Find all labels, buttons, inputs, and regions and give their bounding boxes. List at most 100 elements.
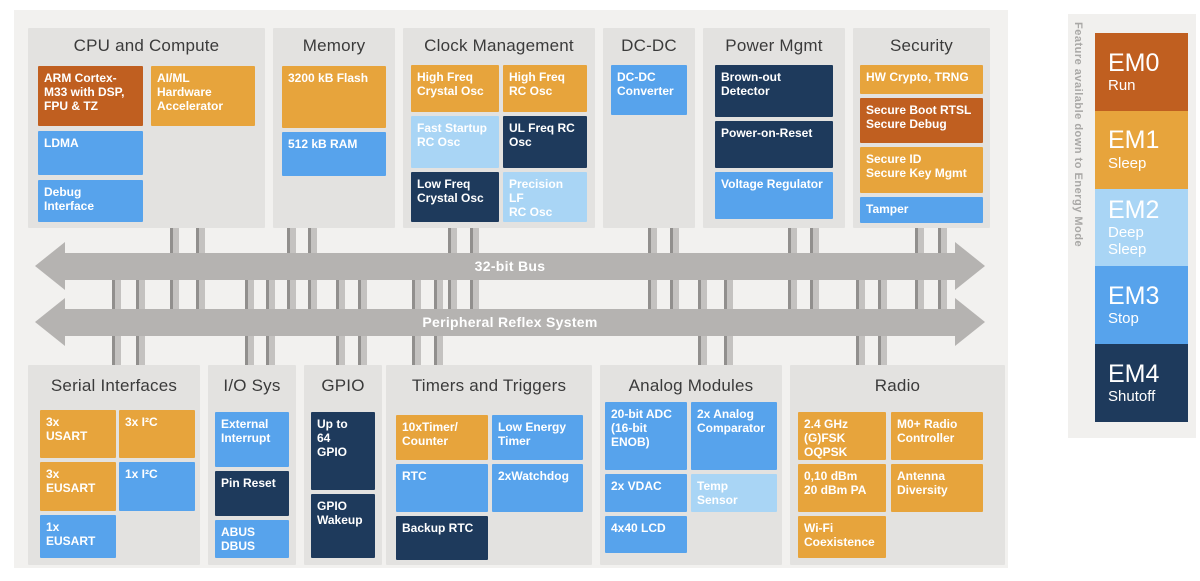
bus-label: 32-bit Bus <box>474 258 546 274</box>
bus-connector-line <box>196 228 205 335</box>
block-cell-high-freq: High Freq RC Osc <box>503 65 587 112</box>
energy-mode-sublabel: Deep Sleep <box>1108 224 1147 258</box>
bus-connector-line <box>287 228 296 335</box>
block-title: Clock Management <box>424 36 574 55</box>
block-cell-brown-out: Brown-out Detector <box>715 65 833 117</box>
block-cell-abus: ABUS DBUS <box>215 520 289 558</box>
block-cell-ai-ml: AI/ML Hardware Accelerator <box>151 66 255 126</box>
block-cell-2x-vdac: 2x VDAC <box>605 474 687 512</box>
block-cell-fast-startup: Fast Startup RC Osc <box>411 116 499 168</box>
energy-mode-sublabel: Sleep <box>1108 154 1147 172</box>
bus-arrowhead-right-icon <box>955 242 985 290</box>
block-title: Security <box>889 36 953 55</box>
block-title: Memory <box>302 36 366 55</box>
bus-arrowhead-right-icon <box>955 298 985 346</box>
energy-mode-name: EM2 <box>1108 195 1160 224</box>
bus-arrowhead-left-icon <box>35 242 65 290</box>
block-cell-10xtimer: 10xTimer/ Counter <box>396 415 488 460</box>
block-cell-wi-fi: Wi-Fi Coexistence <box>798 516 886 558</box>
block-title: Timers and Triggers <box>411 376 567 395</box>
energy-mode-sublabel: Stop <box>1108 310 1139 328</box>
block-title: Power Mgmt <box>725 36 823 55</box>
bus-connector-line <box>670 228 679 335</box>
block-cell-secure-boot-rtsl: Secure Boot RTSL Secure Debug <box>860 98 983 143</box>
block-cell-external: External Interrupt <box>215 412 289 467</box>
block-cell-2xwatchdog: 2xWatchdog <box>492 464 583 512</box>
block-title: CPU and Compute <box>73 36 220 55</box>
bus-connector-line <box>915 228 924 335</box>
block-cell-pin-reset: Pin Reset <box>215 471 289 516</box>
block-cell-3x: 3x EUSART <box>40 462 116 511</box>
block-cell-power-on-reset: Power-on-Reset <box>715 121 833 168</box>
bus-connector-line <box>810 228 819 335</box>
bus-peripheral-reflex: Peripheral Reflex System <box>35 298 985 346</box>
block-cell-antenna: Antenna Diversity <box>891 464 983 512</box>
block-cell-0-10-dbm: 0,10 dBm 20 dBm PA <box>798 464 886 512</box>
block-cell-2x-analog: 2x Analog Comparator <box>691 402 777 470</box>
block-title: Radio <box>874 376 921 395</box>
block-cell-20-bit-adc: 20-bit ADC (16-bit ENOB) <box>605 402 687 470</box>
bus-connector-line <box>938 228 947 335</box>
block-dc-dc: DC-DC DC-DC Converter <box>603 28 695 228</box>
block-cell-voltage-regulator: Voltage Regulator <box>715 172 833 219</box>
energy-panel-side-label: Feature available down to Energy Mode <box>1072 22 1084 248</box>
energy-mode-sublabel: Run <box>1108 76 1136 94</box>
energy-mode-sublabel: Shutoff <box>1108 387 1156 405</box>
bus-connector-line <box>470 228 479 335</box>
block-cell-1x: 1x EUSART <box>40 515 116 558</box>
block-title: Analog Modules <box>628 376 754 395</box>
block-cell-1x-i-c: 1x I²C <box>119 462 195 511</box>
block-title: Serial Interfaces <box>50 376 178 395</box>
energy-mode-name: EM4 <box>1108 359 1160 388</box>
block-cell-ul-freq-rc: UL Freq RC Osc <box>503 116 587 168</box>
energy-mode-panel: Feature available down to Energy Mode EM… <box>1068 14 1196 438</box>
block-cell-gpio: GPIO Wakeup <box>311 494 375 558</box>
block-cell-precision-lf: Precision LF RC Osc <box>503 172 587 222</box>
block-title: DC-DC <box>621 36 677 55</box>
bus-bar: 32-bit Bus <box>65 252 955 280</box>
block-cell-4x40-lcd: 4x40 LCD <box>605 516 687 553</box>
bus-connector-line <box>788 228 797 335</box>
block-cell-2-4-ghz: 2.4 GHz (G)FSK OQPSK <box>798 412 886 460</box>
block-cell-up-to: Up to 64 GPIO <box>311 412 375 490</box>
block-cell-3x: 3x USART <box>40 410 116 458</box>
block-cell-ldma: LDMA <box>38 131 143 175</box>
block-cell-temp: Temp Sensor <box>691 474 777 512</box>
bus-connector-line <box>448 228 457 335</box>
energy-mode-name: EM1 <box>1108 126 1160 155</box>
block-cell-debug: Debug Interface <box>38 180 143 222</box>
block-cell-dc-dc: DC-DC Converter <box>611 65 687 115</box>
bus-label: Peripheral Reflex System <box>422 314 598 330</box>
block-cell-rtc: RTC <box>396 464 488 512</box>
bus-connector-line <box>648 228 657 335</box>
block-cell-arm-cortex: ARM Cortex- M33 with DSP, FPU & TZ <box>38 66 143 126</box>
block-cell-backup-rtc: Backup RTC <box>396 516 488 560</box>
bus-arrowhead-left-icon <box>35 298 65 346</box>
bus-bar: Peripheral Reflex System <box>65 308 955 336</box>
block-cell-low-freq: Low Freq Crystal Osc <box>411 172 499 222</box>
block-cell-tamper: Tamper <box>860 197 983 223</box>
block-cell-high-freq: High Freq Crystal Osc <box>411 65 499 112</box>
block-title: GPIO <box>321 376 365 395</box>
block-title: I/O Sys <box>223 376 281 395</box>
bus-connector-line <box>170 228 179 335</box>
energy-mode-name: EM0 <box>1108 48 1160 77</box>
energy-mode-name: EM3 <box>1108 281 1160 310</box>
bus-connector-line <box>308 228 317 335</box>
block-cell-3x-i-c: 3x I²C <box>119 410 195 458</box>
